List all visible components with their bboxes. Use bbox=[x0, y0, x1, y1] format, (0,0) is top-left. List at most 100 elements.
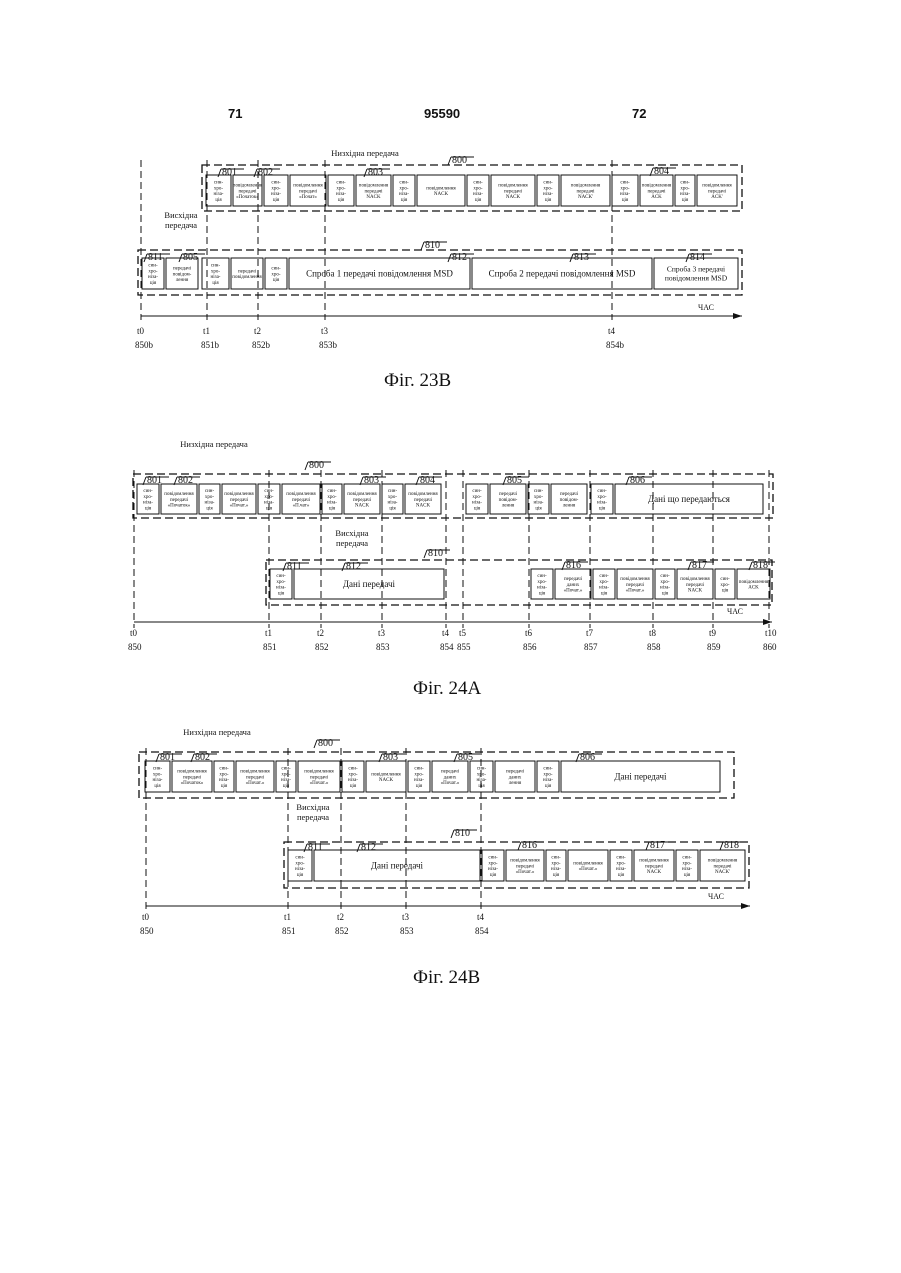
downlink-message-text: «П.чат» bbox=[293, 504, 310, 509]
downlink-message-text: передачі bbox=[414, 498, 433, 503]
uplink-label: передача bbox=[297, 812, 329, 822]
downlink-message-text: повідомлення bbox=[293, 183, 323, 188]
downlink-message-text: син- bbox=[472, 489, 482, 494]
uplink-message-text: ція bbox=[150, 281, 157, 286]
uplink-label: Висхідна bbox=[164, 210, 197, 220]
downlink-message-text: хро- bbox=[534, 495, 544, 500]
uplink-message-text: NACK' bbox=[715, 870, 730, 875]
downlink-message-text: передачі bbox=[504, 189, 523, 194]
downlink-message-text: син- bbox=[214, 180, 224, 185]
uplink-message-text: син- bbox=[211, 263, 221, 268]
downlink-message-text: NACK bbox=[379, 778, 394, 783]
uplink-message-text: син- bbox=[720, 577, 730, 582]
downlink-message-text: син- bbox=[143, 489, 153, 494]
downlink-message-text: повідомлення bbox=[304, 769, 334, 774]
downlink-message-text: передачі bbox=[299, 189, 318, 194]
uplink-message-text: ніза- bbox=[682, 867, 692, 872]
time-tick-label: t0 bbox=[130, 628, 138, 638]
time-axis-label: ЧАС bbox=[727, 607, 743, 616]
uplink-message-text: ція bbox=[684, 873, 691, 878]
time-tick-label: t4 bbox=[442, 628, 450, 638]
time-tick-label: t7 bbox=[586, 628, 594, 638]
downlink-message-text: повідомлення bbox=[164, 492, 194, 497]
downlink-message-text: хро- bbox=[473, 186, 483, 191]
uplink-message-text: син- bbox=[537, 574, 547, 579]
msd-attempt-3-text: повідомлення MSD bbox=[665, 274, 728, 283]
time-axis-label: ЧАС bbox=[698, 303, 714, 312]
downlink-message-text: лення bbox=[509, 781, 522, 786]
downlink-message-text: хро- bbox=[271, 186, 281, 191]
uplink-message-text: ніза- bbox=[488, 867, 498, 872]
downlink-message-text: хро- bbox=[281, 772, 291, 777]
downlink-message-text: передачі bbox=[560, 492, 579, 497]
time-axis-arrowhead bbox=[741, 903, 750, 909]
uplink-message-text: син- bbox=[148, 263, 158, 268]
downlink-message-text: син- bbox=[205, 489, 215, 494]
data-sent-box-text: Дані передачі bbox=[343, 579, 396, 589]
ref-leader bbox=[283, 563, 286, 571]
uplink-message-text: хро- bbox=[599, 580, 609, 585]
uplink-message-text: ція bbox=[539, 592, 546, 597]
data-sent-top-box-text: Дані передачі bbox=[614, 772, 667, 782]
downlink-message-text: повідомлення bbox=[571, 183, 601, 188]
downlink-message-text: повідомлення bbox=[177, 769, 207, 774]
ref-leader bbox=[646, 842, 649, 850]
downlink-message-text: син- bbox=[620, 180, 630, 185]
uplink-message-text: хро- bbox=[488, 861, 498, 866]
time-tick-label: t2 bbox=[317, 628, 324, 638]
downlink-message-text: повідомлення bbox=[498, 183, 528, 188]
downlink-label: Низхідна передача bbox=[180, 439, 248, 449]
downlink-message-text: ція bbox=[283, 784, 290, 789]
uplink-label: Висхідна bbox=[335, 528, 368, 538]
downlink-message-text: хро- bbox=[620, 186, 630, 191]
ref-leader bbox=[218, 169, 221, 177]
downlink-message-text: ніза- bbox=[143, 501, 153, 506]
uplink-message-text: лення bbox=[176, 278, 189, 283]
downlink-message-text: повідомлення bbox=[286, 492, 316, 497]
downlink-message-text: ніза- bbox=[534, 501, 544, 506]
uplink-message-text: повідомлення bbox=[708, 858, 738, 863]
downlink-message-text: син- bbox=[473, 180, 483, 185]
downlink-message-text: ція bbox=[478, 784, 485, 789]
downlink-message-text: син- bbox=[336, 180, 346, 185]
downlink-message-text: передачі bbox=[310, 775, 329, 780]
uplink-message-text: син- bbox=[295, 855, 305, 860]
downlink-message-text: хро- bbox=[680, 186, 690, 191]
downlink-message-text: ніза- bbox=[205, 501, 215, 506]
time-tick-ref: 851b bbox=[201, 340, 220, 350]
downlink-message-text: NACK bbox=[366, 195, 381, 200]
downlink-message-text: «Почат.» bbox=[230, 504, 249, 509]
downlink-message-text: ція bbox=[474, 507, 481, 512]
ref-leader bbox=[518, 842, 521, 850]
uplink-message-text: хро- bbox=[537, 580, 547, 585]
uplink-message-text: ніза- bbox=[537, 586, 547, 591]
time-tick-label: t1 bbox=[265, 628, 272, 638]
ref-leader bbox=[342, 563, 345, 571]
time-tick-ref: 858 bbox=[647, 642, 661, 652]
downlink-message-text: NACK' bbox=[578, 195, 593, 200]
uplink-message-text: передачі bbox=[713, 864, 732, 869]
downlink-message-text: NACK bbox=[506, 195, 521, 200]
downlink-message-text: хро- bbox=[348, 772, 358, 777]
data-not-sent-box-text: Дані що передаються bbox=[648, 494, 730, 504]
uplink-message-text: ція bbox=[601, 592, 608, 597]
uplink-message-text: син- bbox=[599, 574, 609, 579]
uplink-message-text: «Почат.» bbox=[516, 870, 535, 875]
time-tick-label: t6 bbox=[525, 628, 533, 638]
downlink-message-text: ніза- bbox=[597, 501, 607, 506]
time-tick-label: t3 bbox=[321, 326, 329, 336]
time-tick-ref: 854 bbox=[440, 642, 454, 652]
downlink-message-text: син- bbox=[543, 180, 553, 185]
time-axis-arrowhead bbox=[733, 313, 742, 319]
downlink-message-text: хро- bbox=[153, 772, 163, 777]
downlink-message-text: «Початок» bbox=[181, 781, 204, 786]
uplink-message-text: повідомлення bbox=[573, 861, 603, 866]
uplink-message-text: ція bbox=[553, 873, 560, 878]
downlink-message-text: передачі bbox=[238, 189, 257, 194]
uplink-message-text: передачі bbox=[238, 269, 257, 274]
downlink-message-text: ція bbox=[682, 198, 689, 203]
ref-leader bbox=[314, 740, 317, 748]
ref-leader bbox=[304, 844, 307, 852]
